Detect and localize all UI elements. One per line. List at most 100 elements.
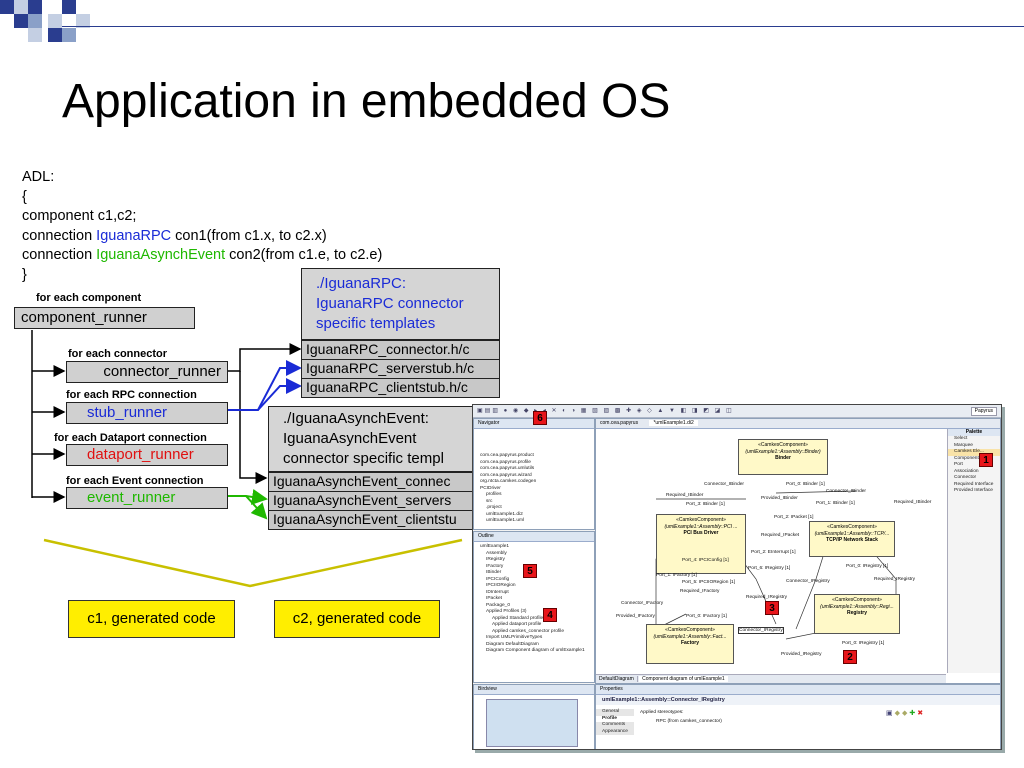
properties-title: Properties xyxy=(596,685,1000,695)
outline-item[interactable]: Package_0 xyxy=(486,602,511,608)
properties-tab[interactable]: Comments xyxy=(596,722,634,729)
palette-item[interactable]: Camkes Ele... xyxy=(948,449,1000,456)
diagram-label: Required_IRegistry xyxy=(746,595,788,600)
outline-item[interactable]: IPacket xyxy=(486,596,502,601)
outline-item[interactable]: Applied Standard profile xyxy=(492,615,544,621)
stereotype-up-icon[interactable]: ▣ xyxy=(886,710,895,717)
editor-tab[interactable]: com.cea.papyrus xyxy=(600,420,639,426)
corner-square xyxy=(0,0,14,14)
adl-line: { xyxy=(22,188,27,205)
perspective-button[interactable]: Papyrus xyxy=(970,407,997,416)
outline-item[interactable]: Diagram Component diagram of umlExample1 xyxy=(486,648,585,653)
palette-item[interactable]: Component xyxy=(954,455,979,461)
tree-item[interactable]: com.cea.papyrus.profile xyxy=(480,459,531,465)
badge-icon: 2 xyxy=(843,650,857,664)
dataport-header: for each Dataport connection xyxy=(54,432,207,444)
stereotype-value[interactable]: RPC (from camkes_connector) xyxy=(656,719,722,724)
diagram-label: Connector_IRegistry xyxy=(786,579,830,584)
component-name: TCP/IP Network Stack xyxy=(826,537,878,543)
component-header: for each component xyxy=(36,292,142,304)
palette-item[interactable]: Port xyxy=(954,462,963,467)
toolbar-icons: ▣▤▥ ● ◉ ◆ ▸ ◂ ✕ ◐ ◑ ▦ ▧ ▨ ▩ ✚ ◈ ◇ ▲ ▼ ◧ … xyxy=(477,408,734,414)
tree-item[interactable]: profiles xyxy=(486,492,502,497)
ide-toolbar: ▣▤▥ ● ◉ ◆ ▸ ◂ ✕ ◐ ◑ ▦ ▧ ▨ ▩ ✚ ◈ ◇ ▲ ▼ ◧ … xyxy=(473,405,1001,418)
outline-item[interactable]: Applied dataport profile xyxy=(492,622,542,627)
c2-generated-code: c2, generated code xyxy=(274,600,440,638)
outline-item[interactable]: Assembly xyxy=(486,550,507,556)
slide-title: Application in embedded OS xyxy=(62,75,671,128)
diagram-label: Port_1: IFactory [1] xyxy=(656,573,697,578)
uml-component-factory[interactable]: «CamkesComponent» (umlExample1::Assembly… xyxy=(646,624,734,664)
component-stereotype: «CamkesComponent» xyxy=(676,517,726,523)
outline-item[interactable]: IDInterrupt xyxy=(486,589,509,595)
editor-tab-active[interactable]: *umlExample1.di2 xyxy=(649,420,698,426)
uml-component-pci[interactable]: «CamkesComponent» (umlExample1::Assembly… xyxy=(656,514,746,574)
tree-item[interactable]: umlExample1.uml xyxy=(486,518,525,523)
c1-generated-code: c1, generated code xyxy=(68,600,235,638)
properties-tab[interactable]: Appearance xyxy=(596,728,634,735)
diagram-label: Provided_IRegistry xyxy=(781,652,822,657)
outline-item[interactable]: Import UMLPrimitiveTypes xyxy=(486,635,543,640)
adl-line: component c1,c2; xyxy=(22,208,137,224)
remove-stereotype-icon[interactable]: ✖ xyxy=(917,710,926,717)
palette-item[interactable]: Marquee xyxy=(954,442,973,448)
palette-item[interactable]: Connector xyxy=(954,475,977,480)
diagram-label: Connector_IFactory xyxy=(621,601,664,606)
diagram-tab[interactable]: DefaultDiagram xyxy=(596,676,638,682)
palette-item[interactable]: Required Interface xyxy=(954,481,994,487)
diagram-label: Required_IBinder xyxy=(894,500,932,505)
diagram-label: Required_IRegistry xyxy=(874,577,916,582)
tree-item[interactable]: com.cea.papyrus.wizard xyxy=(480,472,532,478)
birdview-panel: Birdview xyxy=(473,684,595,749)
outline-item[interactable]: IBinder xyxy=(486,570,502,575)
component-path: (umlExample1::Assembly::PCI ... xyxy=(664,523,738,530)
tree-item[interactable]: org.ntcta.camkes.codegen xyxy=(480,479,537,484)
outline-item[interactable]: umlExample1 xyxy=(480,544,510,549)
component-stereotype: «CamkesComponent» xyxy=(665,627,715,633)
palette-item[interactable]: Provided Interface xyxy=(954,488,993,493)
outline-item[interactable]: Applied camkes_connector profile xyxy=(492,628,564,634)
uml-component-binder[interactable]: «CamkesComponent» (umlExample1::Assembly… xyxy=(738,439,828,475)
adl-text: con1(from c1.x, to c2.x) xyxy=(171,227,327,244)
async-template-title: ./IguanaAsynchEvent: IguanaAsynchEvent c… xyxy=(283,410,444,467)
uml-component-registry[interactable]: «CamkesComponent» (umlExample1::Assembly… xyxy=(814,594,900,634)
outline-item[interactable]: Applied Profiles (3) xyxy=(486,609,527,614)
tree-item[interactable]: src xyxy=(486,498,493,504)
palette-item[interactable]: Association xyxy=(954,468,979,474)
tree-item[interactable]: PCIDriver xyxy=(480,485,501,491)
corner-square xyxy=(14,0,28,14)
birdview-thumbnail[interactable] xyxy=(486,699,578,747)
papyrus-ide-screenshot: ▣▤▥ ● ◉ ◆ ▸ ◂ ✕ ◐ ◑ ▦ ▧ ▨ ▩ ✚ ◈ ◇ ▲ ▼ ◧ … xyxy=(472,404,1002,750)
adl-keyword: connection xyxy=(22,247,97,263)
add-stereotype-icon[interactable]: ✚ xyxy=(909,710,918,717)
outline-item[interactable]: IPCIConfig xyxy=(486,576,510,582)
editor-panel: com.cea.papyrus *umlExample1.di2 Palette… xyxy=(595,418,1001,684)
stereotype-down-icon[interactable]: ◆ xyxy=(894,710,903,717)
component-stereotype: «CamkesComponent» xyxy=(758,442,808,448)
outline-item[interactable]: IRegistry xyxy=(486,557,505,562)
rpc-file: IguanaRPC_connector.h/c xyxy=(301,340,500,360)
properties-tab[interactable]: Profile xyxy=(596,715,634,722)
tree-item[interactable]: .project xyxy=(486,505,502,510)
adl-keyword: connection xyxy=(22,227,97,244)
tree-item[interactable]: com.cea.papyrus.product xyxy=(480,453,534,458)
corner-square xyxy=(14,14,28,28)
outline-item[interactable]: Diagram DefaultDiagram xyxy=(486,641,539,647)
corner-square xyxy=(48,14,62,28)
properties-tab[interactable]: General xyxy=(596,709,634,716)
stereotype-move-icon[interactable]: ◆ xyxy=(902,710,910,717)
palette-item[interactable]: Select xyxy=(954,436,968,441)
outline-item[interactable]: IFactory xyxy=(486,563,504,569)
rpc-file: IguanaRPC_clientstub.h/c xyxy=(301,378,500,398)
outline-item[interactable]: IPCIIORegion xyxy=(486,583,516,588)
component-name: Factory xyxy=(680,640,700,646)
adl-line: connection IguanaAsynchEvent con2(from c… xyxy=(22,246,382,266)
uml-component-tcpip[interactable]: «CamkesComponent» (umlExample1::Assembly… xyxy=(809,521,895,557)
diagram-label: Connector_IBinder xyxy=(826,489,866,494)
tree-item[interactable]: com.cea.papyrus.umlutils xyxy=(480,466,535,471)
diagram-label: Port_1: IBinder [1] xyxy=(816,501,855,506)
tree-item[interactable]: umlExample1.di2 xyxy=(486,511,523,517)
diagram-tab-active[interactable]: Component diagram of umlExample1 xyxy=(639,676,728,682)
connector-header: for each connector xyxy=(68,348,168,360)
component-runner-box: component_runner xyxy=(14,307,195,329)
